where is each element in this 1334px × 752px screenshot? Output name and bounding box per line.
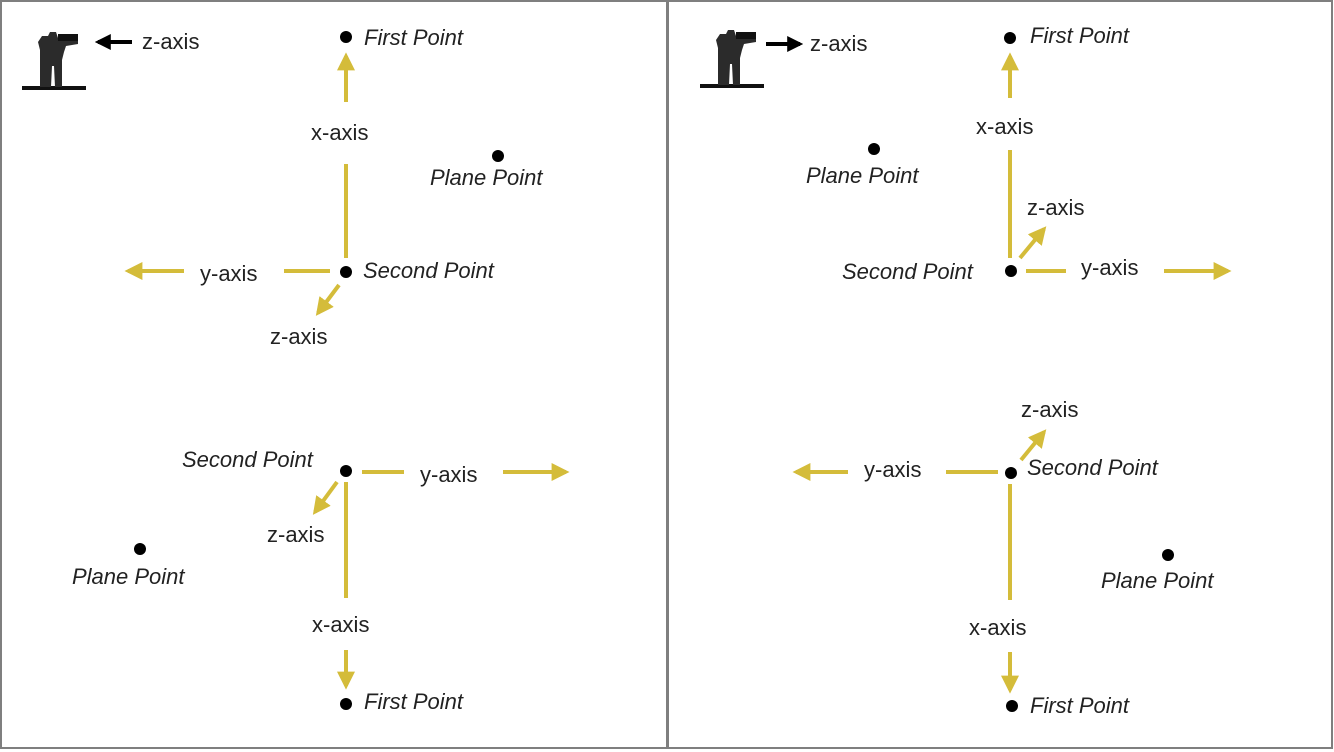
z-axis-label: z-axis — [267, 522, 324, 547]
first-point-marker — [340, 31, 352, 43]
x-axis-label: x-axis — [311, 120, 368, 145]
z-axis-arrow — [315, 283, 341, 316]
left-panel: z-axis First Point Plane Point Second Po… — [22, 25, 570, 714]
z-axis-label: z-axis — [1027, 195, 1084, 220]
plane-point-marker — [492, 150, 504, 162]
second-point-marker — [1005, 467, 1017, 479]
first-point-marker — [340, 698, 352, 710]
z-axis-arrow — [1018, 226, 1047, 260]
z-axis-label: z-axis — [270, 324, 327, 349]
right-lower-coordinate-system: Second Point Plane Point First Point x-a… — [792, 397, 1214, 718]
plane-point-marker — [868, 143, 880, 155]
first-point-label: First Point — [364, 25, 464, 50]
second-point-label: Second Point — [363, 258, 495, 283]
right-panel: z-axis First Point Plane Point Second Po… — [700, 23, 1232, 718]
second-point-marker — [340, 465, 352, 477]
viewer-z-axis-label: z-axis — [142, 29, 199, 54]
z-axis-arrow — [1019, 429, 1047, 462]
second-point-label: Second Point — [182, 447, 314, 472]
plane-point-label: Plane Point — [72, 564, 185, 589]
left-panel-frame — [0, 0, 668, 749]
first-point-label: First Point — [364, 689, 464, 714]
x-axis-label: x-axis — [969, 615, 1026, 640]
first-point-label: First Point — [1030, 23, 1130, 48]
y-axis-label: y-axis — [420, 462, 477, 487]
plane-point-marker — [1162, 549, 1174, 561]
plane-point-label: Plane Point — [1101, 568, 1214, 593]
second-point-label: Second Point — [1027, 455, 1159, 480]
z-axis-label: z-axis — [1021, 397, 1078, 422]
left-lower-coordinate-system: Second Point Plane Point First Point x-a… — [72, 447, 570, 714]
right-upper-coordinate-system: First Point Plane Point Second Point x-a… — [806, 23, 1232, 284]
right-panel-frame — [667, 0, 1333, 749]
x-axis-label: x-axis — [312, 612, 369, 637]
plane-point-marker — [134, 543, 146, 555]
y-axis-label: y-axis — [864, 457, 921, 482]
y-axis-label: y-axis — [1081, 255, 1138, 280]
second-point-label: Second Point — [842, 259, 974, 284]
plane-point-label: Plane Point — [806, 163, 919, 188]
plane-point-label: Plane Point — [430, 165, 543, 190]
viewer-z-axis-label: z-axis — [810, 31, 867, 56]
y-axis-label: y-axis — [200, 261, 257, 286]
x-axis-label: x-axis — [976, 114, 1033, 139]
first-point-marker — [1006, 700, 1018, 712]
second-point-marker — [340, 266, 352, 278]
z-axis-arrow — [312, 480, 339, 515]
first-point-marker — [1004, 32, 1016, 44]
first-point-label: First Point — [1030, 693, 1130, 718]
second-point-marker — [1005, 265, 1017, 277]
left-upper-coordinate-system: First Point Plane Point Second Point x-a… — [124, 25, 543, 349]
